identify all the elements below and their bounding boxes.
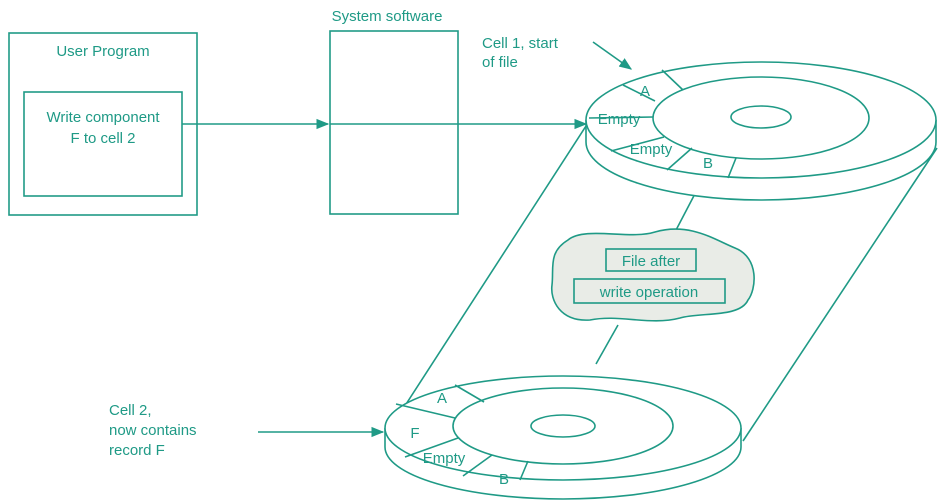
user-program-title: User Program — [56, 43, 149, 60]
bottom-disk-inner-ring — [452, 387, 674, 465]
cloud-connector-bottom — [595, 324, 619, 365]
top-divider-4 — [610, 136, 665, 152]
user-program-box: User Program Write component F to cell 2 — [8, 32, 198, 216]
system-software-title: System software — [332, 8, 443, 25]
cloud-shape — [550, 228, 755, 322]
bottom-disk: A F Empty B — [384, 375, 742, 500]
bottom-cell-a: A — [437, 390, 447, 407]
top-divider-3 — [588, 116, 654, 119]
bottom-divider-4 — [462, 454, 493, 477]
cloud-line2-box — [573, 278, 726, 304]
bottom-disk-surface — [384, 375, 742, 481]
cell1-note-line1: Cell 1, start — [482, 35, 559, 52]
cell2-note-line3: record F — [109, 442, 165, 459]
bottom-disk-hub — [530, 414, 596, 438]
system-software-box: System software — [329, 8, 459, 215]
top-disk-surface — [585, 61, 937, 179]
cell1-pointer-arrow — [592, 41, 633, 70]
top-divider-5 — [666, 147, 693, 171]
top-cell-empty-2: Empty — [630, 141, 673, 158]
write-component-box — [23, 91, 183, 197]
top-cell-b: B — [703, 155, 713, 172]
bottom-cell-b: B — [499, 471, 509, 488]
cell2-note-line2: now contains — [109, 422, 197, 439]
bottom-divider-1 — [395, 403, 456, 419]
top-disk-inner-ring — [652, 76, 870, 160]
write-component-line2: F to cell 2 — [70, 130, 135, 147]
cloud-line2: write operation — [599, 284, 698, 301]
top-cell-empty-1: Empty — [598, 111, 641, 128]
cloud-line1-box — [605, 248, 697, 272]
top-cell-a: A — [640, 83, 650, 100]
cell1-note-line2: of file — [482, 54, 518, 71]
write-component-line1: Write component — [46, 109, 160, 126]
top-divider-2 — [661, 69, 684, 91]
cell2-note-line1: Cell 2, — [109, 402, 152, 419]
file-after-cloud: File after write operation — [550, 228, 755, 322]
bottom-divider-3 — [404, 437, 459, 458]
bottom-cell-f: F — [410, 425, 419, 442]
bottom-divider-5 — [519, 460, 529, 481]
bottom-divider-2 — [454, 384, 485, 403]
cylinder-right-edge — [742, 147, 938, 442]
cylinder-left-edge — [387, 125, 587, 433]
top-disk: A Empty Empty B — [585, 61, 937, 201]
bottom-cell-empty: Empty — [423, 450, 466, 467]
top-divider-6 — [727, 157, 737, 179]
cell2-note: Cell 2, now contains record F — [109, 402, 385, 459]
top-disk-hub — [730, 105, 792, 129]
cloud-line1: File after — [622, 253, 680, 270]
top-divider-1 — [622, 84, 656, 102]
cell1-note: Cell 1, start of file — [482, 35, 633, 71]
